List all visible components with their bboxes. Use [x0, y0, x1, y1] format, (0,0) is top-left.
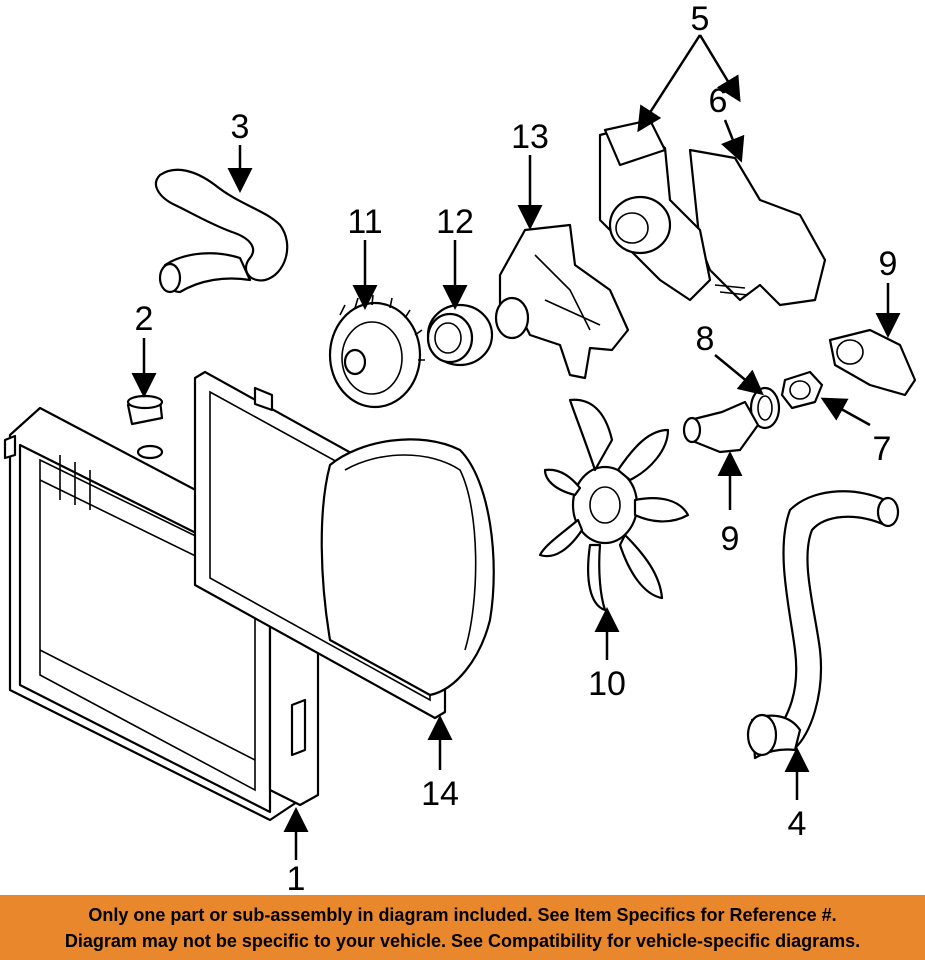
lower-radiator-hose — [746, 490, 900, 760]
leader-6 — [721, 119, 745, 163]
callout-3: 3 — [231, 108, 250, 146]
leader-8 — [714, 354, 764, 396]
disclaimer-banner: Only one part or sub-assembly in diagram… — [0, 895, 925, 960]
callout-5: 5 — [691, 0, 710, 38]
leader-7 — [820, 397, 871, 427]
thermostat-housing-upper — [828, 328, 917, 397]
fan-blade — [538, 398, 690, 612]
callout-6: 6 — [709, 82, 728, 120]
water-pump — [598, 118, 827, 307]
fan-shroud — [193, 370, 495, 720]
callout-9-upper: 9 — [879, 245, 898, 283]
callout-9-lower: 9 — [721, 520, 740, 558]
thermostat-gasket — [749, 386, 781, 430]
leader-5a — [637, 34, 702, 133]
thermostat — [780, 370, 824, 410]
fan-clutch — [328, 294, 425, 409]
callout-14: 14 — [421, 775, 459, 813]
callout-8: 8 — [696, 320, 715, 358]
callout-2: 2 — [135, 300, 154, 338]
callout-11: 11 — [347, 203, 382, 241]
leader-5b — [698, 34, 741, 103]
disclaimer-line-1: Only one part or sub-assembly in diagram… — [88, 904, 837, 925]
fan-bracket — [494, 223, 630, 380]
callout-10: 10 — [588, 665, 626, 703]
callout-13: 13 — [511, 118, 549, 156]
radiator-cap — [126, 394, 164, 426]
water-inlet — [682, 400, 760, 454]
callout-7: 7 — [873, 430, 892, 468]
callout-1: 1 — [287, 860, 306, 895]
callout-4: 4 — [788, 805, 807, 843]
upper-radiator-hose — [154, 168, 289, 294]
callout-12: 12 — [436, 203, 474, 241]
disclaimer-line-2: Diagram may not be specific to your vehi… — [64, 930, 861, 951]
fan-pulley — [426, 303, 494, 367]
cooling-system-diagram: 3 2 1 14 11 12 13 5 6 9 8 7 9 10 4 — [3, 0, 917, 895]
